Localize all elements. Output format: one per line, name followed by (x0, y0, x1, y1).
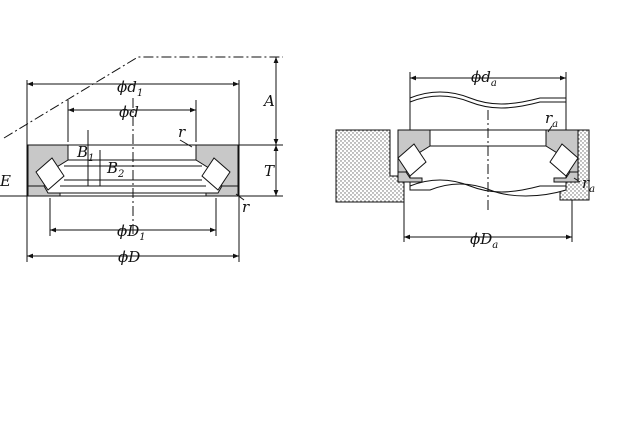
housing-washer-right (205, 185, 239, 197)
shaft-wave-bottom (409, 179, 566, 193)
label-ra-right: ra (582, 174, 595, 195)
label-D1: ϕD1 (117, 222, 146, 243)
label-d: ϕd (119, 103, 139, 121)
shaft-wave-top (409, 95, 566, 109)
reference-line-diagonal (3, 56, 283, 139)
ra-leader-top (547, 125, 553, 133)
right-housing-washer-right (553, 171, 579, 183)
r-leader-right (235, 193, 245, 201)
label-r-right: r (242, 198, 250, 216)
label-B1: B1 (76, 143, 94, 164)
r-leader-top (179, 139, 193, 148)
label-B2: B2 (106, 159, 124, 180)
label-edge: E (0, 172, 11, 190)
left-bearing-view (0, 56, 283, 262)
label-T: T (264, 162, 275, 180)
label-Da: ϕDa (470, 230, 498, 251)
roller-right (201, 157, 231, 191)
label-da: ϕda (471, 68, 497, 89)
roller-left (35, 157, 65, 191)
housing-left (335, 129, 405, 203)
label-r-top: r (178, 123, 186, 141)
right-roller-right (549, 143, 579, 177)
right-view-labels: ϕda ra ra ϕDa (470, 68, 595, 251)
right-housing-washer-left (397, 171, 423, 183)
label-ra-top: ra (545, 109, 558, 130)
right-bearing-view (335, 72, 590, 242)
label-A: A (262, 92, 275, 110)
ra-leader-right (573, 177, 581, 183)
label-d1: ϕd1 (117, 78, 143, 99)
left-view-labels: ϕd1 ϕd r B1 B2 A T r ϕD1 ϕD E (0, 78, 275, 266)
label-D: ϕD (118, 248, 140, 266)
housing-washer-left (27, 185, 61, 197)
right-roller-left (397, 143, 427, 177)
